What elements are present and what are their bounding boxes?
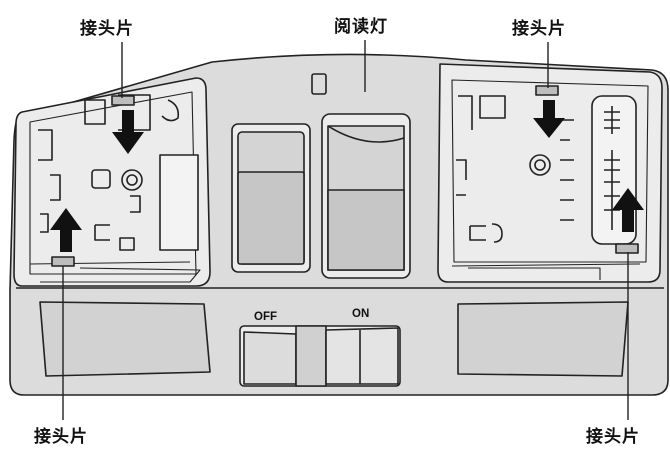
tab-label-bottom-right: 接头片: [586, 427, 640, 447]
switch-off-label: OFF: [254, 311, 277, 323]
arrow-up-icon: [50, 208, 82, 252]
arrow-down-icon: [533, 100, 565, 138]
reading-lamp-label: 阅读灯: [334, 17, 388, 37]
tab-label-bottom-left: 接头片: [34, 427, 88, 447]
tab-label-top-left: 接头片: [80, 19, 134, 39]
lower-left-window: [39, 301, 211, 377]
tab-label-top-right: 接头片: [512, 19, 566, 39]
arrow-down-icon: [112, 110, 144, 154]
lamp-switch[interactable]: [239, 325, 401, 387]
lower-right-window: [457, 301, 629, 377]
arrow-up-icon: [612, 188, 644, 232]
switch-on-label: ON: [352, 308, 369, 320]
